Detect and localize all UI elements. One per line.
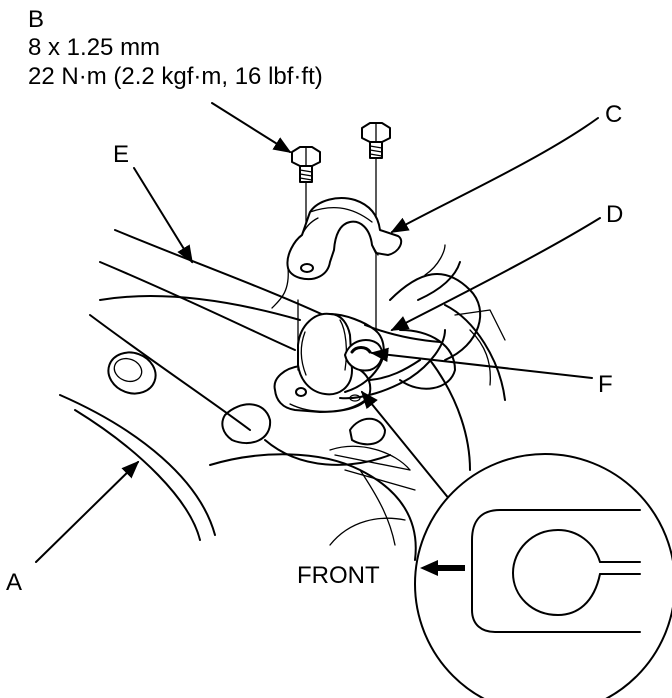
spec-bolt-size: 8 x 1.25 mm	[28, 34, 160, 61]
label-f: F	[598, 371, 613, 398]
label-e: E	[113, 141, 129, 168]
stabilizer-bar	[99, 229, 461, 381]
label-c: C	[605, 101, 622, 128]
labels: B 8 x 1.25 mm 22 N·m (2.2 kgf·m, 16 lbf·…	[6, 6, 623, 596]
label-a: A	[6, 569, 22, 596]
bushing-orientation-detail	[414, 453, 672, 698]
bolt-right	[361, 122, 391, 331]
front-label: FRONT	[297, 562, 380, 589]
subframe-drawing	[59, 273, 506, 561]
callout-leaders	[35, 102, 601, 563]
label-b: B	[28, 6, 44, 33]
bushing-and-mount	[273, 299, 446, 413]
label-d: D	[606, 201, 623, 228]
spec-torque: 22 N·m (2.2 kgf·m, 16 lbf·ft)	[28, 63, 323, 90]
stabilizer-holder-bracket	[271, 197, 403, 309]
